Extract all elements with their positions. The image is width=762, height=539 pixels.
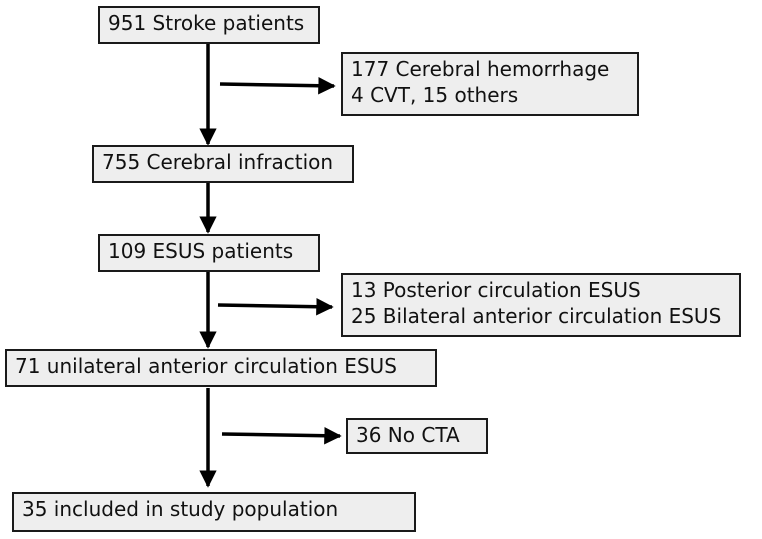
box-exclusion-posterior-bilateral: 13 Posterior circulation ESUS 25 Bilater… — [341, 273, 741, 337]
box-esus-patients: 109 ESUS patients — [98, 234, 320, 272]
exclusion-bilateral-line2: 25 Bilateral anterior circulation ESUS — [351, 304, 722, 328]
box-study-population-text: 35 included in study population — [22, 497, 339, 521]
box-exclusion-hemorrhage: 177 Cerebral hemorrhage 4 CVT, 15 others — [341, 52, 639, 116]
box-cerebral-infarction-text: 755 Cerebral infraction — [102, 150, 334, 174]
box-unilateral-anterior: 71 unilateral anterior circulation ESUS — [5, 349, 437, 387]
box-esus-patients-text: 109 ESUS patients — [108, 239, 294, 263]
arrow-to-exclusion-2 — [217, 297, 334, 316]
box-stroke-patients-text: 951 Stroke patients — [108, 11, 305, 35]
exclusion-hemorrhage-line2: 4 CVT, 15 others — [351, 83, 519, 107]
box-exclusion-no-cta-text: 36 No CTA — [356, 423, 460, 447]
exclusion-hemorrhage-line1: 177 Cerebral hemorrhage — [351, 57, 610, 81]
box-cerebral-infarction: 755 Cerebral infraction — [92, 145, 354, 183]
arrow-to-exclusion-1 — [219, 76, 336, 95]
box-exclusion-no-cta: 36 No CTA — [346, 418, 488, 454]
arrow-to-exclusion-3 — [221, 426, 342, 445]
exclusion-posterior-line1: 13 Posterior circulation ESUS — [351, 278, 641, 302]
box-unilateral-anterior-text: 71 unilateral anterior circulation ESUS — [15, 354, 397, 378]
box-stroke-patients: 951 Stroke patients — [98, 6, 320, 44]
box-study-population: 35 included in study population — [12, 492, 416, 532]
